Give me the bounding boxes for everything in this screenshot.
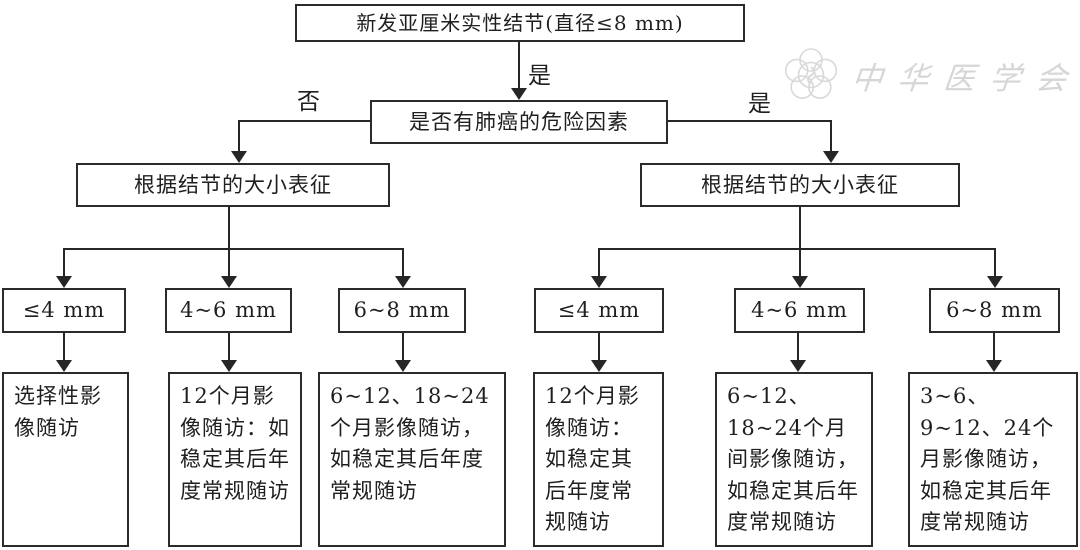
node-size-header-right: 根据结节的大小表征 <box>640 163 960 207</box>
connector-line <box>238 120 240 153</box>
edge-label-yes: 是 <box>748 91 771 117</box>
arrowhead-down-icon <box>790 360 806 372</box>
connector-line <box>830 120 832 153</box>
node-outcome-left-3: 6~12、18~24个月影像随访，如稳定其后年度常规随访 <box>318 372 506 547</box>
arrowhead-down-icon <box>986 360 1002 372</box>
node-risk-factor-decision: 是否有肺癌的危险因素 <box>370 100 668 144</box>
connector-line <box>598 248 600 278</box>
node-size-header-left: 根据结节的大小表征 <box>76 163 390 207</box>
arrowhead-down-icon <box>221 360 237 372</box>
arrowhead-down-icon <box>221 276 237 288</box>
arrowhead-down-icon <box>56 360 72 372</box>
arrowhead-down-icon <box>511 88 527 100</box>
arrowhead-down-icon <box>823 151 839 163</box>
node-outcome-left-1: 选择性影像随访 <box>2 372 129 547</box>
connector-line <box>402 333 404 362</box>
watermark-text: 中华医学会 <box>849 60 1080 97</box>
connector-line <box>238 120 370 122</box>
edge-label-no: 否 <box>297 89 320 115</box>
node-size-right-4to6mm: 4~6 mm <box>734 288 865 333</box>
node-size-right-6to8mm: 6~8 mm <box>929 288 1060 333</box>
connector-line <box>799 248 801 278</box>
node-size-left-le4mm: ≤4 mm <box>2 288 126 333</box>
cma-flower-emblem-icon <box>784 48 838 99</box>
connector-line <box>228 248 230 278</box>
connector-line <box>994 248 996 278</box>
node-outcome-right-2: 6~12、18~24个月间影像随访，如稳定其后年度常规随访 <box>715 372 873 547</box>
edge-label-yes-top: 是 <box>528 63 551 89</box>
connector-line <box>63 333 65 362</box>
connector-line <box>598 248 996 250</box>
arrowhead-down-icon <box>395 360 411 372</box>
node-outcome-left-2: 12个月影像随访：如稳定其后年度常规随访 <box>168 372 302 547</box>
arrowhead-down-icon <box>792 276 808 288</box>
node-root-nodule: 新发亚厘米实性结节(直径≤8 mm) <box>295 4 745 42</box>
node-outcome-right-1: 12个月影像随访：如稳定其后年度常规随访 <box>533 372 664 547</box>
node-size-left-4to6mm: 4~6 mm <box>165 288 292 333</box>
node-size-right-le4mm: ≤4 mm <box>534 288 664 333</box>
connector-line <box>598 333 600 362</box>
connector-line <box>799 207 801 250</box>
connector-line <box>228 207 230 250</box>
arrowhead-down-icon <box>591 276 607 288</box>
connector-line <box>797 333 799 362</box>
connector-line <box>668 120 831 122</box>
connector-line <box>993 333 995 362</box>
cma-watermark: 中华医学会 <box>784 48 1080 102</box>
connector-line <box>63 248 65 278</box>
connector-line <box>228 333 230 362</box>
node-outcome-right-3: 3~6、9~12、24个月影像随访，如稳定其后年度常规随访 <box>908 372 1078 547</box>
arrowhead-down-icon <box>231 151 247 163</box>
arrowhead-down-icon <box>987 276 1003 288</box>
connector-line <box>63 248 404 250</box>
arrowhead-down-icon <box>56 276 72 288</box>
arrowhead-down-icon <box>591 360 607 372</box>
node-size-left-6to8mm: 6~8 mm <box>338 288 466 333</box>
arrowhead-down-icon <box>395 276 411 288</box>
connector-line <box>518 42 520 90</box>
connector-line <box>402 248 404 278</box>
